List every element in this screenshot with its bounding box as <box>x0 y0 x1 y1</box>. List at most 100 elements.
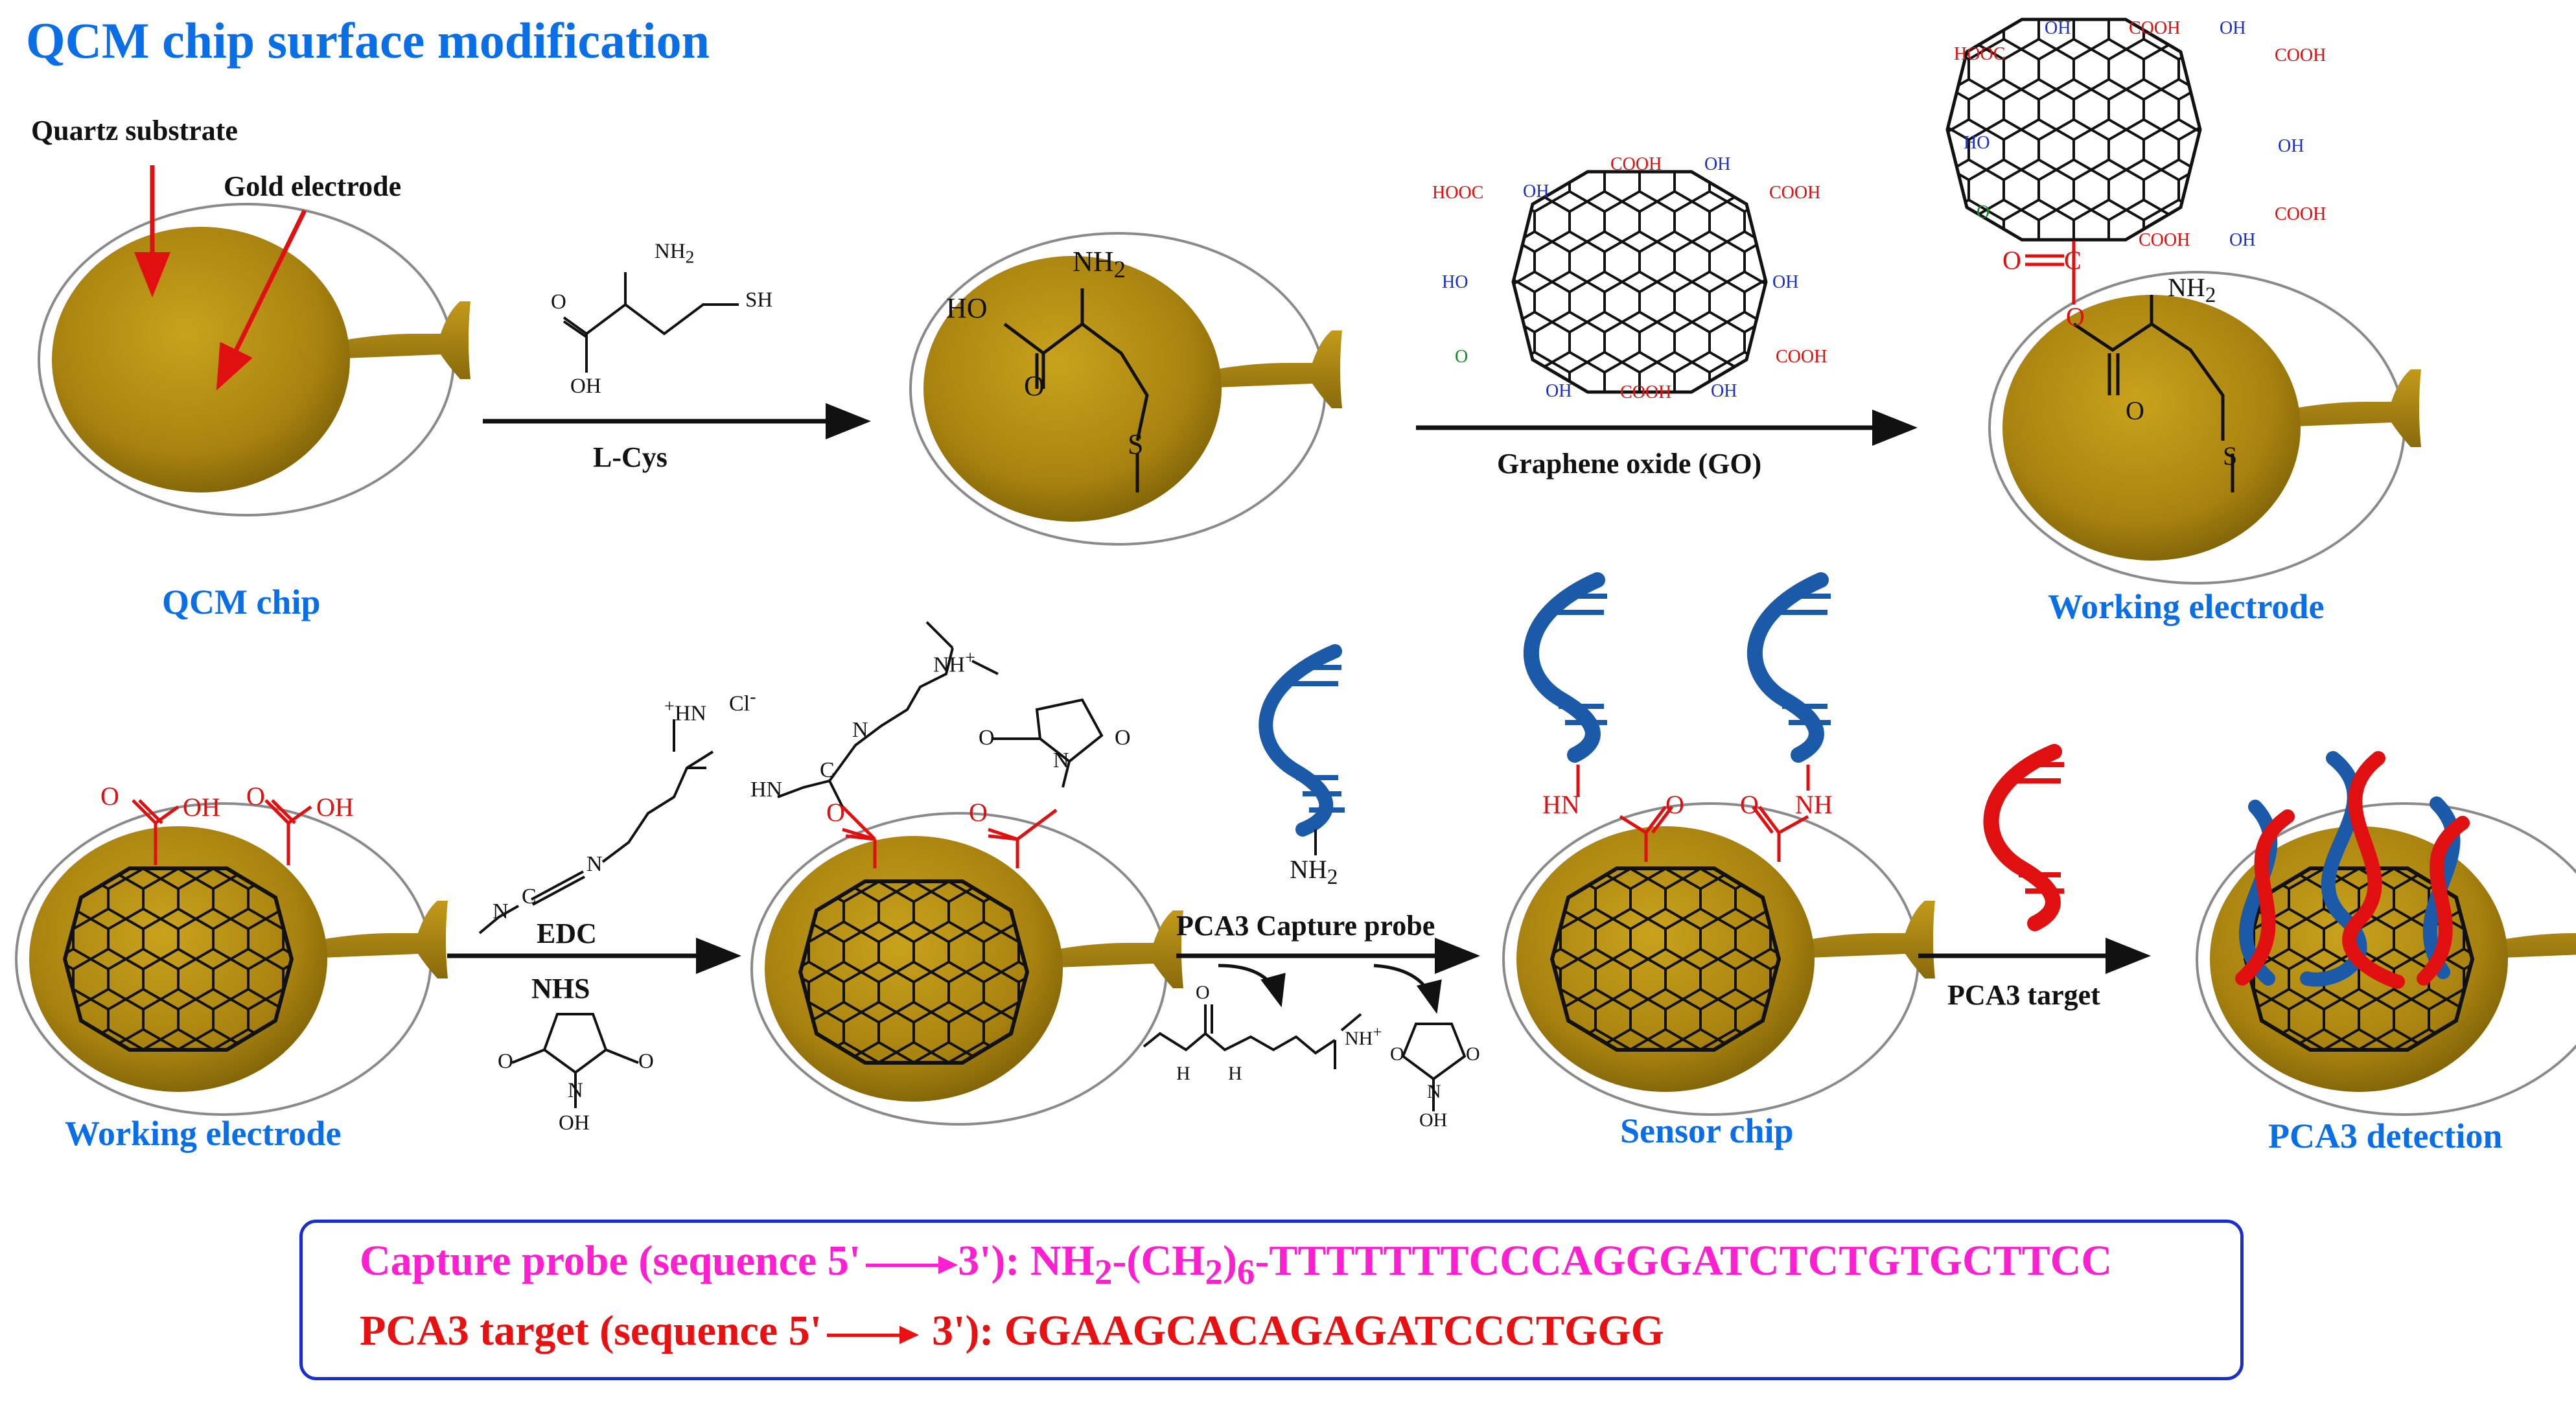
we-go-cooh-text-2: COOH <box>2275 45 2327 65</box>
act-o-text-4: O <box>969 798 988 827</box>
we-ester-o-text-1: O <box>2002 246 2021 275</box>
chip2-nh2-text: NH2 <box>1073 246 1126 283</box>
gold-electrode-label: Gold electrode <box>224 170 402 202</box>
nhs-o-text-2: O <box>638 1050 654 1073</box>
go-oh-text-4: OH <box>1546 381 1572 401</box>
lcys-o-text: O <box>551 290 566 314</box>
qcm-chip-label: QCM chip <box>162 583 321 621</box>
we-nh2-text: NH2 <box>2168 273 2216 307</box>
dna-probe-bound-1 <box>1523 572 1829 763</box>
working-electrode-bottom-graphic <box>15 802 449 1116</box>
sensor-nh-text: NH <box>1795 790 1833 819</box>
we-go-oh-text-4: OH <box>2229 230 2256 250</box>
working-electrode-top-graphic <box>1988 271 2422 585</box>
we-go-o-text-1: O <box>1977 202 1990 222</box>
edc-c-text: C <box>522 885 537 909</box>
target-sequence: PCA3 target (sequence 5'3'): GGAAGCACAGA… <box>360 1307 1664 1354</box>
urea-h-text-1: H <box>1176 1063 1190 1084</box>
capture-probe-label: PCA3 Capture probe <box>1176 910 1435 942</box>
act-hn-text: HN <box>750 778 783 802</box>
we-ester-c-text: C <box>2064 246 2082 275</box>
lcys-structure <box>563 272 739 373</box>
act-n-text-2: N <box>1053 748 1069 772</box>
edc-nh-text: +HN <box>664 697 707 726</box>
go-oh-text-5: OH <box>1711 381 1737 401</box>
byprod-nhs-oh-text: OH <box>1419 1109 1448 1131</box>
lcys-chip-graphic <box>909 232 1343 546</box>
byproduct-arrow-1 <box>1218 964 1286 1008</box>
sensor-chip-graphic <box>1502 802 1936 1116</box>
urea-nh-text: NH+ <box>1345 1024 1382 1049</box>
sensor-hn-text: HN <box>1542 790 1580 819</box>
go-cooh-text-4: COOH <box>1620 382 1672 402</box>
byproduct-arrow-2 <box>1373 964 1442 1014</box>
lcys-sh-text: SH <box>745 288 773 312</box>
nhs-o-text-1: O <box>498 1050 513 1073</box>
ester-linker <box>2025 241 2076 305</box>
dna-probe-free-rungs <box>1283 665 1345 813</box>
direction-arrow-icon <box>861 1252 958 1278</box>
sensor-chip-label: Sensor chip <box>1620 1111 1794 1150</box>
qcm-chip-graphic <box>38 203 472 516</box>
we-go-oh-text-1: OH <box>2045 18 2071 38</box>
we-o-text: O <box>2126 396 2144 425</box>
chip2-s-text: S <box>1128 428 1144 460</box>
graphene-oxide-label: Graphene oxide (GO) <box>1497 448 1762 480</box>
nhs-oh-text: OH <box>559 1111 590 1135</box>
edc-n-text-1: N <box>586 852 603 876</box>
urea-byproduct <box>1143 1004 1362 1069</box>
urea-h-text-2: H <box>1228 1063 1242 1084</box>
cooh2-o-text: O <box>246 782 265 811</box>
cooh1-o-text: O <box>100 782 119 811</box>
go-structure <box>1513 172 1766 392</box>
go-oh-text-3: OH <box>1772 272 1799 292</box>
go-cooh-text-2: COOH <box>1769 183 1821 203</box>
lcys-oh-text: OH <box>570 375 601 398</box>
working-electrode-top-label: Working electrode <box>2048 587 2325 626</box>
direction-arrow-icon <box>822 1322 932 1348</box>
we-go-ho-text: HO <box>1964 133 1990 153</box>
sensor-o-text-1: O <box>1665 790 1684 819</box>
we-s-text: S <box>2223 441 2238 470</box>
we-go-cooh-text-3: COOH <box>2275 204 2327 224</box>
we-ester-o-text-2: O <box>2066 302 2085 331</box>
activated-chip-graphic <box>750 812 1185 1126</box>
quartz-substrate-label: Quartz substrate <box>31 115 238 146</box>
edc-n-text-2: N <box>493 899 509 923</box>
nhs-byproduct <box>1401 1023 1467 1111</box>
act-o-text-3: O <box>826 798 845 827</box>
lcys-nh2-text: NH2 <box>655 240 695 267</box>
edc-structure <box>478 719 714 934</box>
dna-probe-bound-rungs <box>1546 594 1831 725</box>
edc-cl-text: Cl- <box>729 687 756 716</box>
probe-nh2-text: NH2 <box>1290 855 1338 889</box>
nhs-n-text: N <box>568 1079 583 1102</box>
dna-target-free <box>1983 744 2062 931</box>
byprod-nhs-o-text-2: O <box>1466 1043 1480 1065</box>
pca3-detection-label: PCA3 detection <box>2268 1117 2503 1155</box>
act-n-text: N <box>852 718 868 742</box>
isourea-structure <box>777 621 999 807</box>
gold-pointer-arrow <box>216 209 307 391</box>
byprod-nhs-n-text: N <box>1427 1081 1441 1102</box>
activated-ester-groups <box>841 805 1058 868</box>
dna-probe-free <box>1259 644 1342 837</box>
go-ho-text: HO <box>1442 272 1468 292</box>
go-cooh-text-1: COOH <box>1610 154 1662 174</box>
page-title: QCM chip surface modification <box>26 12 710 69</box>
nhs-label: NHS <box>531 973 590 1004</box>
working-electrode-bottom-label: Working electrode <box>65 1114 342 1153</box>
we-go-cooh-text-1: COOH <box>2129 18 2181 38</box>
act-o-text-2: O <box>1115 726 1131 750</box>
cooh2-oh-text: OH <box>316 793 354 822</box>
sequence-box <box>299 1220 2244 1380</box>
pca3-target-label: PCA3 target <box>1947 979 2100 1011</box>
act-c-text: C <box>820 758 835 782</box>
nhs-ester-structure <box>992 698 1104 788</box>
nhs-structure <box>511 1013 639 1108</box>
go-cooh-text-3: COOH <box>1776 347 1828 367</box>
edc-label: EDC <box>537 918 597 949</box>
act-o-text-1: O <box>979 726 995 750</box>
chip2-o-text: O <box>1024 370 1045 402</box>
